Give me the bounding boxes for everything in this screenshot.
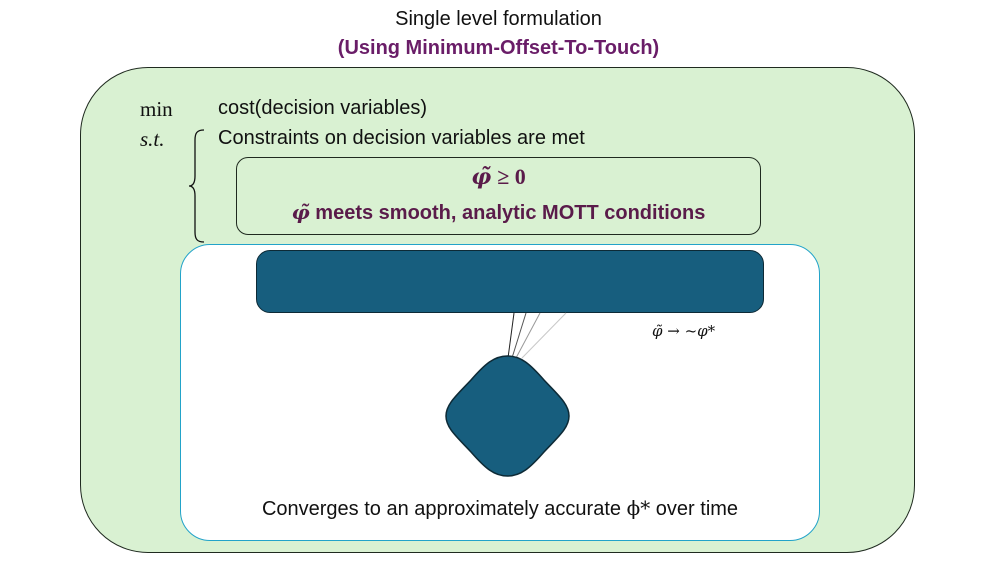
phi-star-symbol: ϕ*	[626, 496, 651, 520]
phi-tilde-symbol: φ̃	[291, 200, 310, 224]
phi-constraints-box	[236, 157, 761, 235]
convergence-caption: Converges to an approximately accurate ϕ…	[180, 496, 820, 521]
teal-bar	[256, 250, 764, 313]
diagram-title: Single level formulation	[395, 8, 602, 30]
teal-diamond	[445, 355, 570, 477]
caption-suffix: over time	[655, 498, 739, 520]
diagram-subtitle: (Using Minimum-Offset-To-Touch)	[337, 37, 660, 59]
nonnegativity-text: ≥ 0	[497, 164, 526, 189]
constraint-brace	[188, 129, 205, 243]
phi-mott-conditions: φ̃ meets smooth, analytic MOTT condition…	[236, 200, 761, 225]
phi-tilde-symbol: φ̃	[471, 164, 492, 190]
mott-conditions-text: meets smooth, analytic MOTT conditions	[315, 202, 706, 224]
objective-text: cost(decision variables)	[218, 97, 427, 119]
phi-convergence-annotation: φ̃ → ~φ*	[652, 322, 716, 340]
min-label: min	[140, 97, 173, 121]
phi-nonnegativity: φ̃ ≥ 0	[236, 164, 761, 190]
st-label: s.t.	[140, 127, 165, 151]
caption-prefix: Converges to an approximately accurate	[261, 498, 622, 520]
constraints-text: Constraints on decision variables are me…	[218, 127, 585, 149]
connector-lines	[507, 312, 567, 359]
